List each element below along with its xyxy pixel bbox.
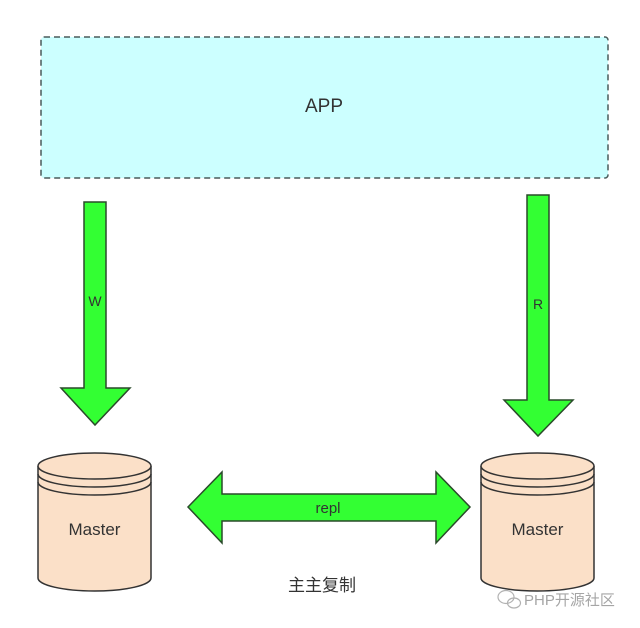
master-right-label: Master — [512, 520, 564, 539]
write-arrow: W — [59, 201, 132, 427]
master-left-cylinder: Master — [37, 452, 152, 592]
repl-label: repl — [315, 500, 340, 517]
read-arrow: R — [502, 194, 575, 438]
master-left-label: Master — [69, 520, 121, 539]
read-arrow-label: R — [533, 296, 543, 312]
watermark: PHP开源社区 — [497, 589, 615, 609]
watermark-text: PHP开源社区 — [524, 592, 615, 609]
app-box: APP — [40, 36, 609, 179]
repl-double-arrow: repl — [186, 470, 472, 545]
app-label: APP — [305, 96, 343, 117]
write-arrow-label: W — [88, 293, 102, 309]
caption: 主主复制 — [288, 576, 356, 595]
wechat-icon — [497, 589, 522, 609]
master-right-cylinder: Master — [480, 452, 595, 592]
